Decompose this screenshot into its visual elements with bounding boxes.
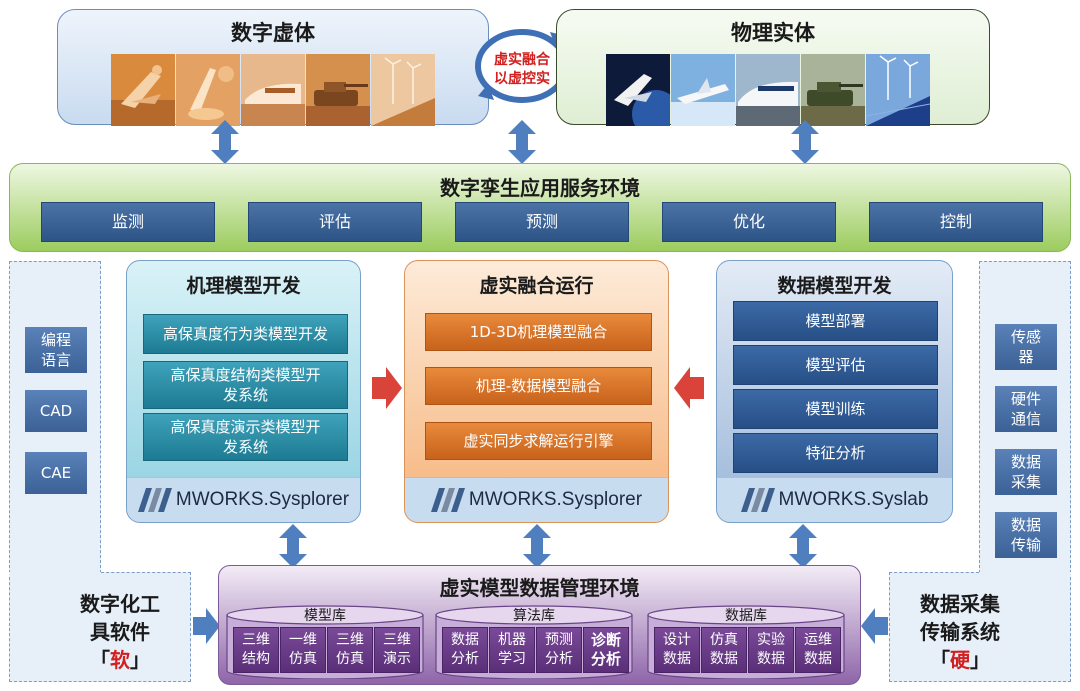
model-library-label: 模型库 <box>304 608 346 624</box>
hardware-panel-joint <box>979 572 1071 576</box>
data-logo-bar: MWORKS.Syslab <box>717 477 952 522</box>
digital-rocket-image <box>176 54 240 126</box>
arrow-mech-to-fusion <box>372 367 402 409</box>
physical-shuttle-image <box>606 54 670 126</box>
data-acquisition-button[interactable]: 数据采集 <box>995 449 1057 495</box>
fusion-item-1d3d[interactable]: 1D-3D机理模型融合 <box>425 313 652 351</box>
algo-lib-machine-learning[interactable]: 机器学习 <box>489 627 535 673</box>
cycle-line2: 以虚控实 <box>494 71 550 87</box>
mechanism-logo-text: MWORKS.Sysplorer <box>175 489 350 510</box>
software-label: 数字化工 具软件 「软」 <box>80 592 160 672</box>
service-optimize-button[interactable]: 优化 <box>662 202 836 242</box>
arrow-cycle-service <box>508 120 536 164</box>
mechanism-logo-bar: MWORKS.Sysplorer <box>127 477 360 522</box>
db-experiment-data[interactable]: 实验数据 <box>748 627 794 673</box>
service-env-title: 数字孪生应用服务环境 <box>440 176 640 200</box>
model-lib-3d-sim[interactable]: 三维仿真 <box>327 627 373 673</box>
physical-tank-image <box>801 54 865 126</box>
software-panel-lower <box>9 572 191 682</box>
arrow-mech-mgmt <box>279 524 307 568</box>
physical-entity-title: 物理实体 <box>731 21 815 45</box>
digital-entity-title: 数字虚体 <box>231 21 315 45</box>
algo-lib-data-analysis[interactable]: 数据分析 <box>442 627 488 673</box>
db-design-data[interactable]: 设计数据 <box>654 627 700 673</box>
data-item-train[interactable]: 模型训练 <box>733 389 938 429</box>
fusion-logo-text: MWORKS.Sysplorer <box>468 489 643 510</box>
programming-language-button[interactable]: 编程语言 <box>25 327 87 373</box>
cae-button[interactable]: CAE <box>25 452 87 494</box>
service-control-button[interactable]: 控制 <box>869 202 1043 242</box>
arrow-data-to-fusion <box>674 367 704 409</box>
hardware-label: 数据采集 传输系统 「硬」 <box>920 592 1000 672</box>
db-simulation-data[interactable]: 仿真数据 <box>701 627 747 673</box>
algo-lib-diagnostic-analysis[interactable]: 诊断分析 <box>583 627 629 673</box>
software-panel-divider <box>101 572 191 573</box>
data-logo-text: MWORKS.Syslab <box>778 489 929 510</box>
model-data-management-env: 虚实模型数据管理环境 模型库 三维结构 一维仿真 三维仿真 三维演示 算法库 数… <box>218 565 861 685</box>
digital-windpower-image <box>371 54 435 126</box>
hardware-panel-divider <box>889 572 979 573</box>
fusion-run-panel: 虚实融合运行 1D-3D机理模型融合 机理-数据模型融合 虚实同步求解运行引擎 … <box>404 260 669 523</box>
algorithm-library: 算法库 数据分析 机器学习 预测分析 诊断分析 <box>434 603 634 679</box>
data-item-deploy[interactable]: 模型部署 <box>733 301 938 341</box>
arrow-software-to-mgmt <box>193 608 220 644</box>
physical-entity-images <box>606 54 931 126</box>
cad-button[interactable]: CAD <box>25 390 87 432</box>
hardware-communication-button[interactable]: 硬件通信 <box>995 386 1057 432</box>
service-environment: 数字孪生应用服务环境 监测 评估 预测 优化 控制 <box>9 163 1071 252</box>
digital-entity-images <box>111 54 436 126</box>
arrow-digital-service <box>211 120 239 164</box>
mechanism-item-behavior[interactable]: 高保真度行为类模型开发 <box>143 314 348 354</box>
mworks-logo-icon <box>430 488 465 512</box>
data-item-evaluate[interactable]: 模型评估 <box>733 345 938 385</box>
mechanism-dev-title: 机理模型开发 <box>186 275 301 297</box>
mworks-logo-icon <box>740 488 775 512</box>
model-lib-3d-demo[interactable]: 三维演示 <box>374 627 420 673</box>
model-library: 模型库 三维结构 一维仿真 三维仿真 三维演示 <box>225 603 425 679</box>
physical-solar-image <box>866 54 930 126</box>
algo-lib-predictive-analysis[interactable]: 预测分析 <box>536 627 582 673</box>
arrow-physical-service <box>791 120 819 164</box>
fusion-item-engine[interactable]: 虚实同步求解运行引擎 <box>425 422 652 460</box>
digital-shuttle-image <box>111 54 175 126</box>
data-dev-title: 数据模型开发 <box>777 275 892 297</box>
data-model-dev-panel: 数据模型开发 模型部署 模型评估 模型训练 特征分析 MWORKS.Syslab <box>716 260 953 523</box>
fusion-item-mech-data[interactable]: 机理-数据模型融合 <box>425 367 652 405</box>
mgmt-env-title: 虚实模型数据管理环境 <box>439 576 640 600</box>
physical-entity-panel: 物理实体 <box>556 9 990 126</box>
fusion-run-title: 虚实融合运行 <box>479 275 594 297</box>
mworks-logo-icon <box>137 488 172 512</box>
service-predict-button[interactable]: 预测 <box>455 202 629 242</box>
db-operation-data[interactable]: 运维数据 <box>795 627 841 673</box>
digital-tank-image <box>306 54 370 126</box>
mechanism-model-dev-panel: 机理模型开发 高保真度行为类模型开发 高保真度结构类模型开发系统 高保真度演示类… <box>126 260 361 523</box>
service-monitor-button[interactable]: 监测 <box>41 202 215 242</box>
service-evaluate-button[interactable]: 评估 <box>248 202 422 242</box>
sensor-button[interactable]: 传感器 <box>995 324 1057 370</box>
cycle-line1: 虚实融合 <box>494 52 550 68</box>
digital-train-image <box>241 54 305 126</box>
physical-spaceplane-image <box>671 54 735 126</box>
model-lib-1d-sim[interactable]: 一维仿真 <box>280 627 326 673</box>
mechanism-item-demo[interactable]: 高保真度演示类模型开发系统 <box>143 413 348 461</box>
database-library: 数据库 设计数据 仿真数据 实验数据 运维数据 <box>646 603 846 679</box>
database-label: 数据库 <box>725 608 767 624</box>
data-item-feature[interactable]: 特征分析 <box>733 433 938 473</box>
algorithm-library-label: 算法库 <box>513 608 555 624</box>
digital-entity-panel: 数字虚体 <box>57 9 489 126</box>
arrow-fuse-mgmt <box>523 524 551 568</box>
physical-train-image <box>736 54 800 126</box>
software-panel-joint <box>9 572 101 576</box>
arrow-data-mgmt <box>789 524 817 568</box>
model-lib-3d-structure[interactable]: 三维结构 <box>233 627 279 673</box>
mechanism-item-structure[interactable]: 高保真度结构类模型开发系统 <box>143 361 348 409</box>
data-transmission-button[interactable]: 数据传输 <box>995 512 1057 558</box>
fusion-logo-bar: MWORKS.Sysplorer <box>405 477 668 522</box>
hardware-panel-lower <box>889 572 1071 682</box>
arrow-hardware-to-mgmt <box>861 608 888 644</box>
